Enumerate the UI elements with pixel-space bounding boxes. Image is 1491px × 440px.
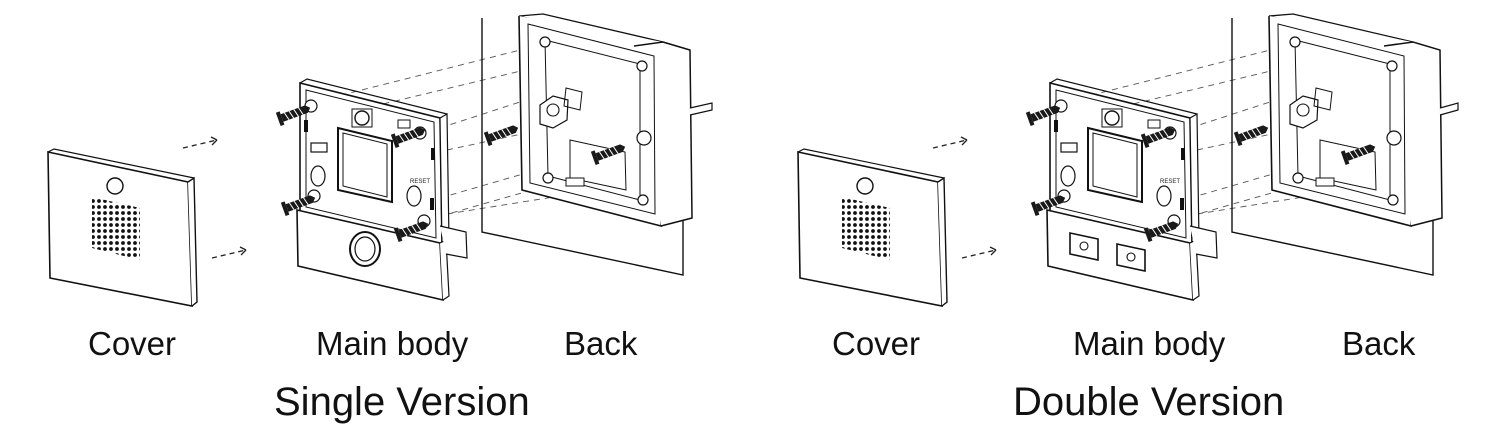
double-arrow-icon-top (932, 136, 968, 149)
single-arrow-icon-bottom (211, 246, 247, 259)
double-version-group: RESET (797, 13, 1459, 307)
double-main-body-label: Main body (1073, 325, 1226, 362)
single-screw-icon-5 (483, 120, 522, 147)
single-main-body: RESET (296, 78, 468, 302)
double-cover-label: Cover (832, 325, 921, 362)
double-cover-plate (797, 148, 948, 307)
double-wall (1231, 18, 1434, 276)
single-wall (481, 18, 684, 276)
single-version-title: Single Version (274, 380, 530, 424)
single-back-label: Back (564, 325, 638, 362)
single-back-box (518, 13, 713, 228)
double-version-title: Double Version (1013, 380, 1285, 424)
single-cover-plate (47, 148, 198, 307)
single-version-group: RESET (47, 13, 713, 307)
single-cover-label: Cover (88, 325, 177, 362)
double-arrow-icon-bottom (961, 246, 997, 259)
single-main-body-label: Main body (316, 325, 469, 362)
double-back-label: Back (1342, 325, 1416, 362)
double-reset-label: RESET (1160, 179, 1180, 185)
single-reset-label: RESET (410, 179, 430, 185)
double-screw-icon-5 (1233, 120, 1272, 147)
single-arrow-icon-top (182, 136, 218, 149)
double-back-box (1268, 13, 1459, 228)
double-main-body: RESET (1046, 78, 1218, 302)
